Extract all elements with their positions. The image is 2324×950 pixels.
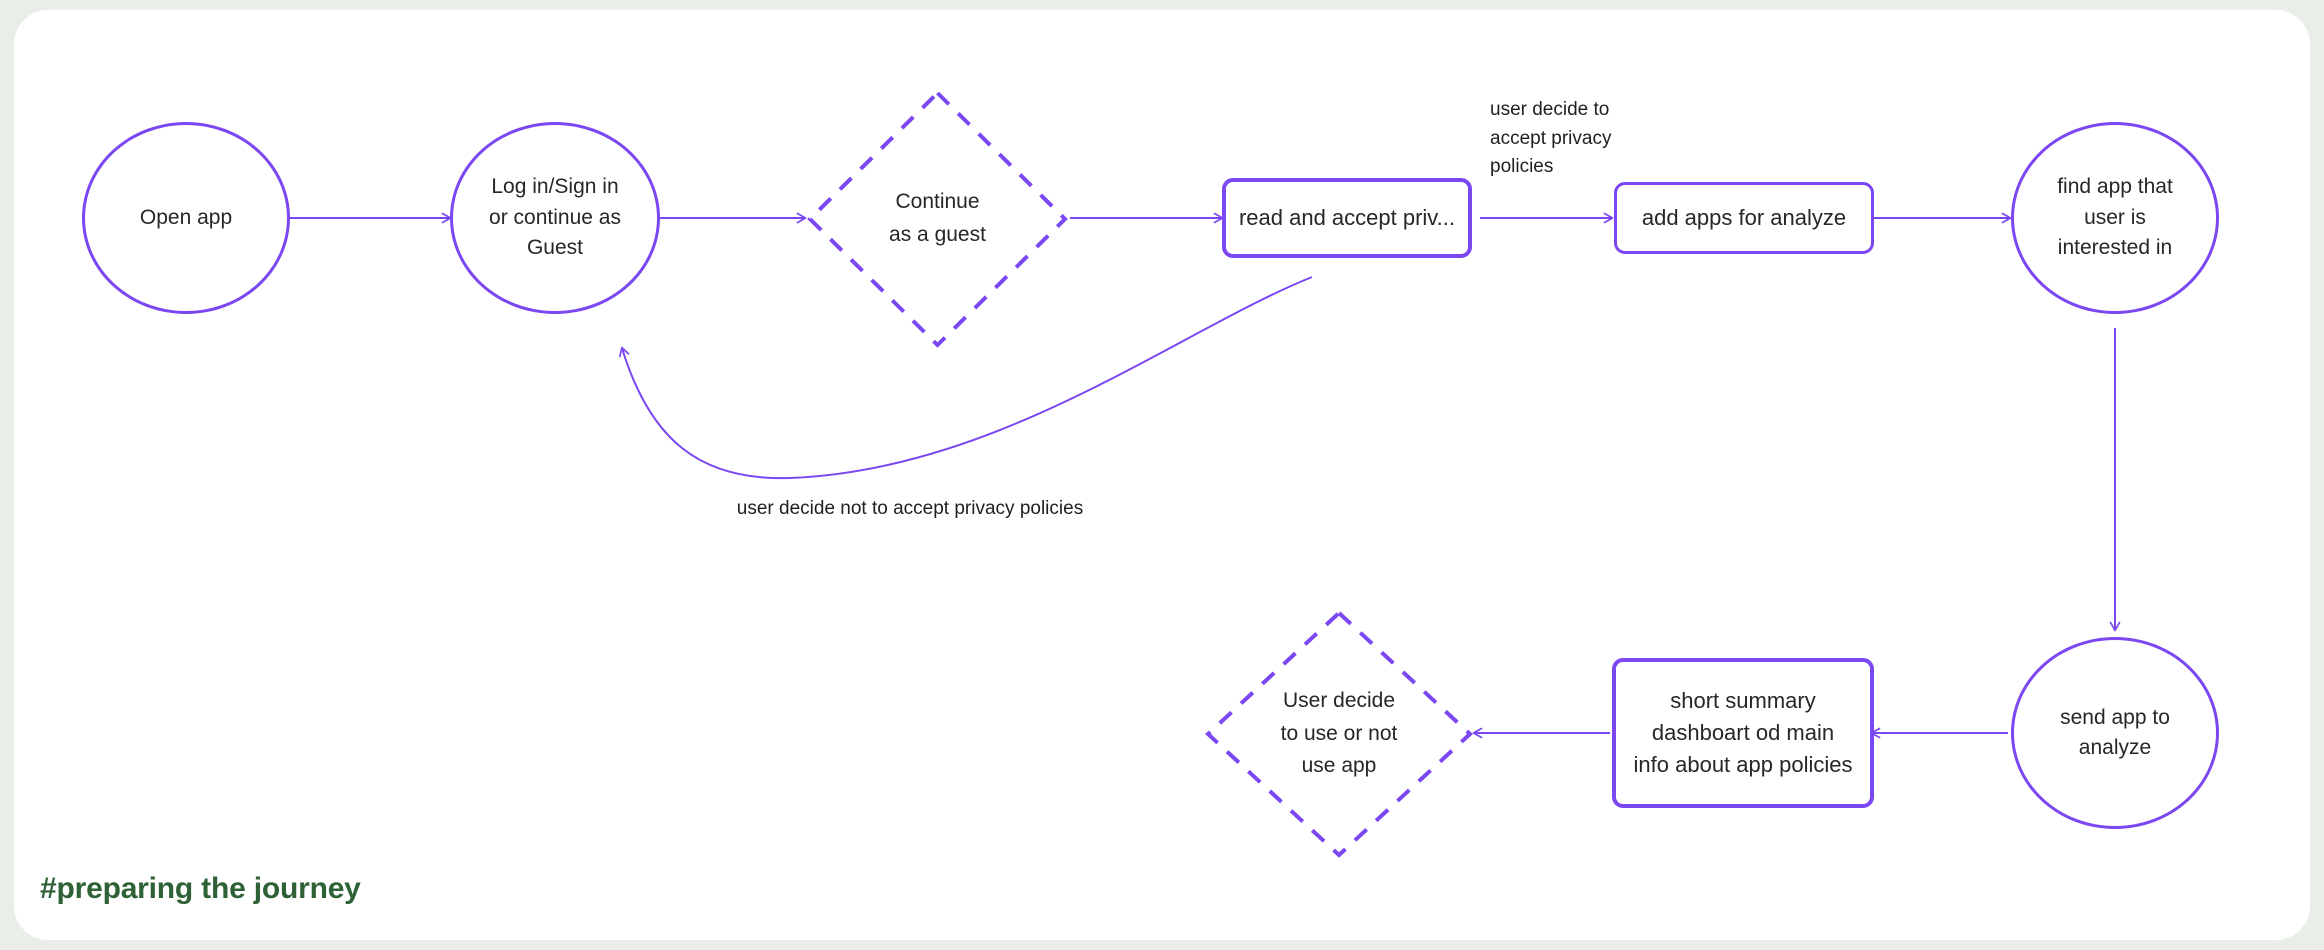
edge-label-accept-privacy: user decide to accept privacy policies xyxy=(1490,99,1612,177)
node-login[interactable]: Log in/Sign in or continue as Guest xyxy=(450,122,660,314)
diamond-outline-continue-guest xyxy=(807,90,1068,348)
node-user-decide-to-use-app-label: User decide to use or not use app xyxy=(1280,689,1398,778)
node-short-summary-dashboard-label: short summary dashboart od main info abo… xyxy=(1633,688,1853,777)
node-short-summary-dashboard[interactable]: short summary dashboart od main info abo… xyxy=(1612,658,1874,808)
diamond-outline-user-decide xyxy=(1205,610,1473,858)
node-continue-as-guest[interactable]: Continue as a guest xyxy=(805,88,1070,350)
page-title: #preparing the journey xyxy=(40,872,361,905)
node-user-decide-to-use-app[interactable]: User decide to use or not use app xyxy=(1203,608,1475,860)
node-find-app-user-interested-label: find app that user is interested in xyxy=(2057,175,2173,260)
diagram-canvas xyxy=(14,10,2310,940)
node-read-and-accept-privacy-label: read and accept priv... xyxy=(1238,205,1456,231)
node-send-app-to-analyze[interactable]: send app to analyze xyxy=(2011,637,2219,829)
node-continue-as-guest-label: Continue as a guest xyxy=(889,190,986,246)
node-login-label: Log in/Sign in or continue as Guest xyxy=(489,175,621,260)
edge-label-not-accept-privacy: user decide not to accept privacy polici… xyxy=(736,498,1084,519)
node-open-app-label: Open app xyxy=(139,205,233,229)
node-add-apps-for-analyze[interactable]: add apps for analyze xyxy=(1614,182,1874,254)
edge-read-accept-back-to-login xyxy=(619,276,1313,480)
node-add-apps-for-analyze-label: add apps for analyze xyxy=(1641,205,1847,231)
node-read-and-accept-privacy[interactable]: read and accept priv... xyxy=(1222,178,1472,258)
node-open-app[interactable]: Open app xyxy=(82,122,290,314)
node-find-app-user-interested[interactable]: find app that user is interested in xyxy=(2011,122,2219,314)
node-send-app-to-analyze-label: send app to analyze xyxy=(2060,705,2170,759)
